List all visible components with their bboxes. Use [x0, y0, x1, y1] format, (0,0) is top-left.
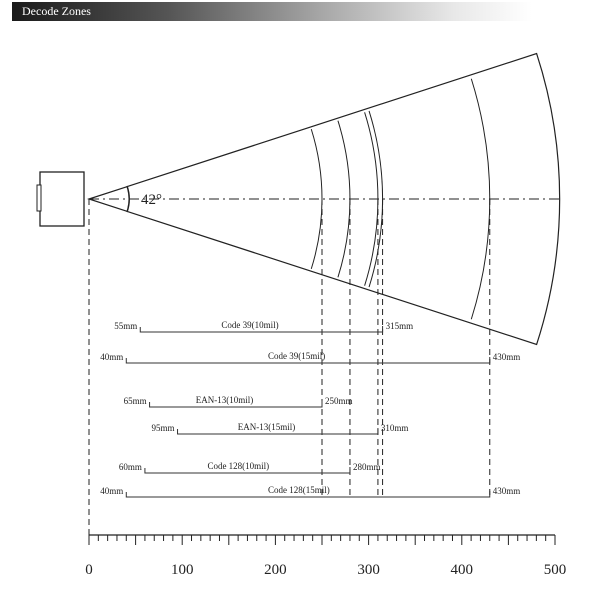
zone-far-label: 280mm: [353, 462, 381, 472]
zone-near-label: 40mm: [100, 352, 123, 362]
zone-far-label: 430mm: [493, 486, 521, 496]
zone-name-label: Code 128(15mil): [268, 485, 330, 495]
zone-name-label: Code 39(15mil): [268, 351, 325, 361]
zone-bar: [139, 326, 384, 333]
field-angle-label: 42°: [141, 192, 162, 208]
zone-near-label: 60mm: [119, 462, 142, 472]
zone-near-label: 55mm: [114, 321, 137, 331]
zone-far-label: 310mm: [381, 423, 409, 433]
zone-near-label: 40mm: [100, 486, 123, 496]
axis-tick-label: 0: [85, 562, 93, 578]
zone-name-label: Code 39(10mil): [221, 320, 278, 330]
section-header: Decode Zones: [12, 2, 532, 21]
angle-arc: [126, 185, 130, 213]
zone-far-label: 315mm: [386, 321, 414, 331]
section-title: Decode Zones: [22, 4, 91, 18]
scan-field-fan: [87, 52, 561, 346]
zone-bar: [177, 428, 379, 435]
zone-bar: [144, 467, 351, 474]
axis-tick-label: 400: [451, 562, 474, 578]
axis-tick-label: 500: [544, 562, 567, 578]
zone-name-label: Code 128(10mil): [207, 461, 269, 471]
zone-bar: [125, 491, 491, 498]
zone-name-label: EAN-13(15mil): [238, 422, 295, 432]
zone-far-label: 430mm: [493, 352, 521, 362]
axis-tick-label: 200: [264, 562, 287, 578]
zone-far-label: 250mm: [325, 396, 353, 406]
axis-tick-label: 300: [357, 562, 380, 578]
zone-name-label: EAN-13(10mil): [196, 395, 254, 405]
zone-near-label: 95mm: [152, 423, 175, 433]
zone-near-label: 65mm: [124, 396, 147, 406]
scanner-icon: [39, 171, 85, 227]
axis-tick-label: 100: [171, 562, 194, 578]
zone-bar: [125, 357, 491, 364]
scanner-window: [36, 184, 42, 212]
zone-bar: [149, 401, 323, 408]
